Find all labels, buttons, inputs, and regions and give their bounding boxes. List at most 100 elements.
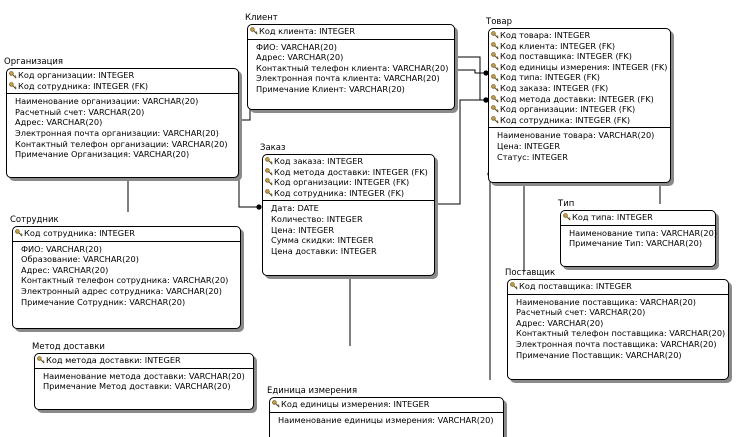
key-label: Код товара: INTEGER xyxy=(500,30,591,40)
attribute-section: ФИО: VARCHAR(20)Адрес: VARCHAR(20)Контак… xyxy=(248,40,454,97)
key-label: Код поставщика: INTEGER (FK) xyxy=(500,51,632,62)
key-row[interactable]: Код клиента: INTEGER xyxy=(250,26,452,37)
entity-box: Код сотрудника: INTEGER ФИО: VARCHAR(20)О… xyxy=(12,226,241,329)
key-row[interactable]: Код заказа: INTEGER (FK) xyxy=(491,83,668,94)
entity-title: Клиент xyxy=(245,13,278,23)
attribute-row[interactable]: Примечание Поставщик: VARCHAR(20) xyxy=(516,349,682,360)
key-row[interactable]: Код метода доставки: INTEGER (FK) xyxy=(491,94,668,105)
key-section: Код поставщика: INTEGER xyxy=(508,280,728,295)
key-row[interactable]: Код товара: INTEGER xyxy=(491,30,668,41)
attribute-row[interactable]: Адрес: VARCHAR(20) xyxy=(256,52,344,63)
attribute-row[interactable]: Дата: DATE xyxy=(271,203,319,214)
attribute-row[interactable]: Цена доставки: INTEGER xyxy=(271,245,377,256)
key-row[interactable]: Код единицы измерения: INTEGER xyxy=(272,399,501,410)
attribute-row[interactable]: Сумма скидки: INTEGER xyxy=(271,235,374,246)
attribute-section: Наименование товара: VARCHAR(20)Цена: IN… xyxy=(489,128,670,164)
key-row[interactable]: Код поставщика: INTEGER xyxy=(510,281,726,292)
entity-box: Код единицы измерения: INTEGER Наименован… xyxy=(269,397,504,437)
key-row[interactable]: Код организации: INTEGER (FK) xyxy=(491,104,668,115)
attribute-row[interactable]: Контактный телефон организации: VARCHAR(… xyxy=(15,138,228,149)
entity-title: Организация xyxy=(4,57,63,67)
attribute-row[interactable]: Цена: INTEGER xyxy=(497,140,561,151)
attribute-row[interactable]: Электронная почта поставщика: VARCHAR(20… xyxy=(516,338,717,349)
key-row[interactable]: Код типа: INTEGER xyxy=(563,212,713,223)
key-row[interactable]: Код сотрудника: INTEGER (FK) xyxy=(9,81,236,92)
attribute-section: ФИО: VARCHAR(20)Образование: VARCHAR(20)… xyxy=(13,242,240,310)
attribute-row[interactable]: Примечание Сотрудник: VARCHAR(20) xyxy=(21,296,186,307)
key-row[interactable]: Код сотрудника: INTEGER (FK) xyxy=(491,115,668,126)
key-row[interactable]: Код метода доставки: INTEGER xyxy=(37,355,251,366)
attribute-row[interactable]: Наименование поставщика: VARCHAR(20) xyxy=(516,296,696,307)
key-row[interactable]: Код типа: INTEGER (FK) xyxy=(491,72,668,83)
attribute-row[interactable]: Электронный адрес сотрудника: VARCHAR(20… xyxy=(21,285,222,296)
attribute-row[interactable]: Наименование типа: VARCHAR(20) xyxy=(569,227,717,238)
key-icon xyxy=(563,213,571,221)
attribute-row[interactable]: Наименование товара: VARCHAR(20) xyxy=(497,130,655,141)
attribute-row[interactable]: Адрес: VARCHAR(20) xyxy=(21,264,109,275)
key-label: Код организации: INTEGER (FK) xyxy=(500,104,636,115)
entity-title: Поставщик xyxy=(505,268,556,278)
attribute-row[interactable]: Наименование единицы измерения: VARCHAR(… xyxy=(278,414,494,425)
attribute-row[interactable]: Количество: INTEGER xyxy=(271,213,363,224)
attribute-row[interactable]: Электронная почта клиента: VARCHAR(20) xyxy=(256,73,440,84)
attribute-row[interactable]: ФИО: VARCHAR(20) xyxy=(256,41,337,52)
key-icon xyxy=(265,168,273,176)
key-section: Код клиента: INTEGER xyxy=(248,25,454,40)
attribute-row[interactable]: Цена: INTEGER xyxy=(271,224,335,235)
dot-klient-tovar xyxy=(483,70,489,76)
attribute-row[interactable]: Расчетный счет: VARCHAR(20) xyxy=(516,307,646,318)
attribute-row[interactable]: Адрес: VARCHAR(20) xyxy=(15,117,103,128)
attribute-row[interactable]: Примечание Метод доставки: VARCHAR(20) xyxy=(43,381,231,392)
entity-box: Код типа: INTEGER Наименование типа: VARC… xyxy=(560,210,717,267)
attribute-row[interactable]: Контактный телефон поставщика: VARCHAR(2… xyxy=(516,328,726,339)
attribute-row[interactable]: ФИО: VARCHAR(20) xyxy=(21,243,102,254)
key-row[interactable]: Код поставщика: INTEGER (FK) xyxy=(491,51,668,62)
rel-zakaz-tovar xyxy=(435,99,488,205)
key-icon xyxy=(265,178,273,187)
key-row[interactable]: Код сотрудника: INTEGER xyxy=(15,228,238,239)
attribute-row[interactable]: Электронная почта организации: VARCHAR(2… xyxy=(15,127,219,138)
key-icon xyxy=(491,63,499,71)
key-icon xyxy=(491,31,499,39)
attribute-row[interactable]: Адрес: VARCHAR(20) xyxy=(516,317,604,328)
entity-box: Код метода доставки: INTEGER Наименование… xyxy=(34,353,254,410)
key-row[interactable]: Код заказа: INTEGER xyxy=(265,156,432,167)
key-row[interactable]: Код сотрудника: INTEGER (FK) xyxy=(265,188,432,199)
attribute-row[interactable]: Контактный телефон сотрудника: VARCHAR(2… xyxy=(21,275,229,286)
key-row[interactable]: Код клиента: INTEGER (FK) xyxy=(491,41,668,52)
attribute-section: Наименование метода доставки: VARCHAR(20… xyxy=(35,369,253,394)
key-icon xyxy=(250,27,258,35)
key-row[interactable]: Код организации: INTEGER xyxy=(9,70,236,81)
attribute-row[interactable]: Примечание Организация: VARCHAR(20) xyxy=(15,149,190,160)
attribute-row[interactable]: Наименование метода доставки: VARCHAR(20… xyxy=(43,370,245,381)
attribute-row[interactable]: Статус: INTEGER xyxy=(497,151,568,162)
key-icon xyxy=(491,52,499,61)
key-row[interactable]: Код единицы измерения: INTEGER (FK) xyxy=(491,62,668,73)
entity-title: Единица измерения xyxy=(267,386,358,396)
key-row[interactable]: Код организации: INTEGER (FK) xyxy=(265,177,432,188)
attribute-row[interactable]: Примечание Клиент: VARCHAR(20) xyxy=(256,83,405,94)
attribute-row[interactable]: Расчетный счет: VARCHAR(20) xyxy=(15,106,145,117)
dot-zakaz-tovar xyxy=(483,97,489,103)
attribute-row[interactable]: Наименование организации: VARCHAR(20) xyxy=(15,96,199,107)
key-row[interactable]: Код метода доставки: INTEGER (FK) xyxy=(265,167,432,178)
key-label: Код метода доставки: INTEGER (FK) xyxy=(500,93,654,104)
attribute-row[interactable]: Образование: VARCHAR(20) xyxy=(21,254,139,265)
attribute-row[interactable]: Примечание Тип: VARCHAR(20) xyxy=(569,238,703,249)
entity-title: Товар xyxy=(486,17,513,27)
key-label: Код сотрудника: INTEGER (FK) xyxy=(18,80,149,91)
attribute-row[interactable]: Контактный телефон клиента: VARCHAR(20) xyxy=(256,62,449,73)
